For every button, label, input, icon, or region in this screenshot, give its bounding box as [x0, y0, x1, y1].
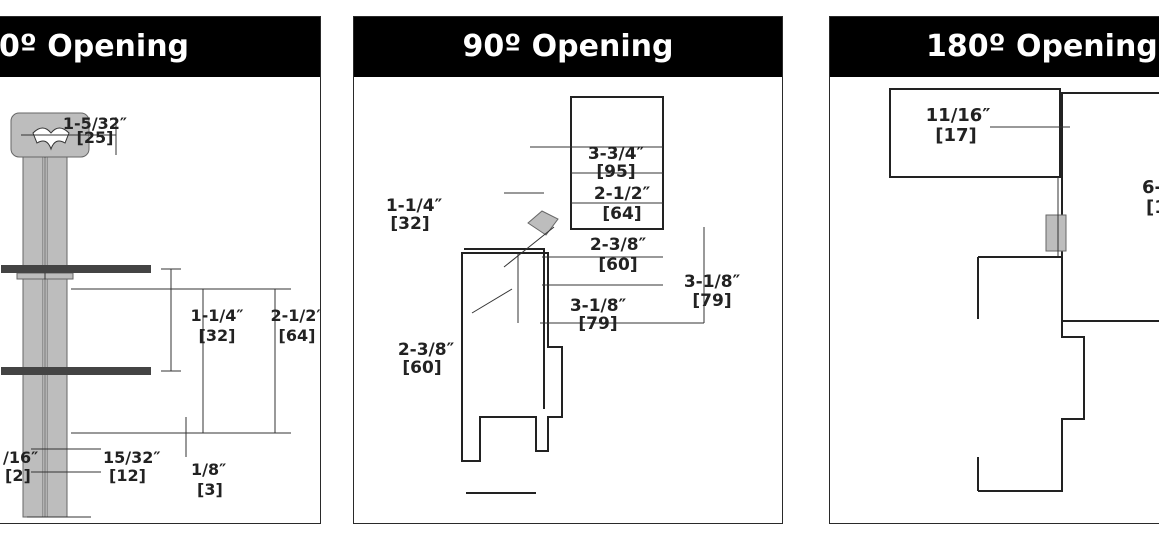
dim-left-top: 1-1/4″ [386, 196, 443, 216]
door-leaf [570, 96, 664, 230]
dim-bottom-left-mm: [2] [5, 466, 31, 485]
panel-left-title: 0º Opening [0, 17, 320, 77]
panel-180-diagram: 11/16″ [17] 6- [1 [889, 88, 1159, 492]
dim-right-mm: [1 [1146, 197, 1159, 218]
dim-w4-mm: [79] [578, 314, 617, 334]
dim-w1: 3-3/4″ [588, 144, 645, 164]
panel-left-opening: 0º Opening 1-5/32″ [25] 1-1/4″ [32] [0, 16, 321, 524]
dim-right: 6- [1142, 177, 1159, 198]
screw-lower [1, 367, 151, 375]
dim-outer-height-mm: [64] [279, 326, 316, 345]
dim-top-width: 1-5/32″ [63, 114, 127, 133]
dim-left-bottom: 2-3/8″ [398, 340, 455, 360]
panel-left-diagram: 1-5/32″ [25] 1-1/4″ [32] 2-1/2″ [64] /16… [1, 112, 321, 518]
dim-inner-height-mm: [32] [199, 326, 236, 345]
dim-side-mm: [79] [692, 291, 731, 311]
door-leaf-left [889, 88, 1061, 178]
dim-w1-mm: [95] [596, 162, 635, 182]
dim-bottom-left: /16″ [3, 448, 38, 467]
dim-bottom-mid: 15/32″ [103, 448, 161, 467]
dim-bottom-right: 1/8″ [191, 460, 226, 479]
dim-left-top-mm: [32] [390, 214, 429, 234]
screw-upper [1, 265, 151, 273]
panel-180-title: 180º Opening [830, 17, 1159, 77]
door-leaf-right [1061, 92, 1159, 322]
dim-gap-mm: [17] [935, 125, 977, 146]
dim-top-width-mm: [25] [77, 128, 114, 147]
frame-profile [461, 252, 563, 494]
panel-90-diagram: 3-3/4″ [95] 2-1/2″ [64] 2-3/8″ [60] 3-1/… [386, 96, 741, 494]
dim-w2-mm: [64] [602, 204, 641, 224]
panel-180-opening: 180º Opening 11/16″ [17] 6- [1 [829, 16, 1159, 524]
dim-left-bottom-mm: [60] [402, 358, 441, 378]
frame-profile-180 [977, 256, 1085, 492]
dim-w3: 2-3/8″ [590, 235, 647, 255]
hinge-body [1045, 214, 1067, 252]
dim-outer-height: 2-1/2″ [270, 306, 321, 325]
dim-w2: 2-1/2″ [594, 184, 651, 204]
dim-side: 3-1/8″ [684, 272, 741, 292]
hinge-knuckle [527, 210, 559, 236]
dim-bottom-mid-mm: [12] [109, 466, 146, 485]
dim-w3-mm: [60] [598, 255, 637, 275]
dim-inner-height: 1-1/4″ [190, 306, 243, 325]
hinge-leaf-right [46, 156, 68, 518]
panel-90-opening: 90º Opening 3-3/4″ [95] 2-1/2″ [64] 2-3/… [353, 16, 783, 524]
dim-w4: 3-1/8″ [570, 296, 627, 316]
dim-bottom-right-mm: [3] [197, 480, 223, 499]
panel-90-title: 90º Opening [354, 17, 782, 77]
dim-gap: 11/16″ [926, 105, 991, 126]
